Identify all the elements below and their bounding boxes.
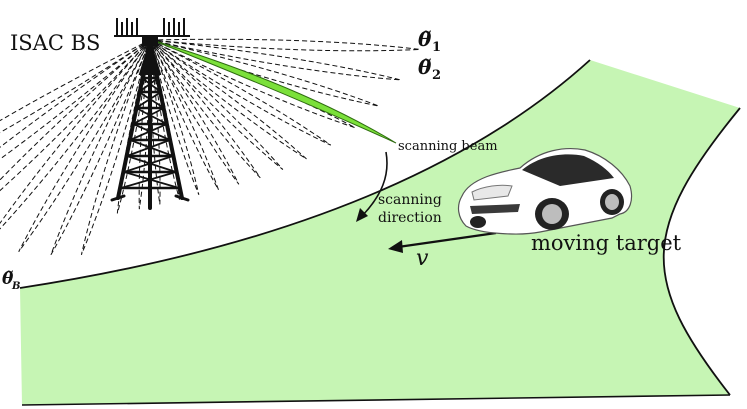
thetaB-label: θ̃	[2, 269, 14, 289]
beam-lobe	[149, 39, 307, 160]
scanning-direction-label-line1: scanning	[378, 192, 442, 208]
thetaB-subscript: B	[11, 281, 20, 292]
lattice-tower-icon	[110, 36, 190, 210]
theta1-label: θ̃	[418, 27, 432, 51]
beam-lobe	[149, 38, 420, 52]
scanning-beam-label: scanning beam	[398, 139, 498, 154]
beam-lobe	[0, 39, 151, 230]
scanning-direction-label-line2: direction	[378, 210, 442, 226]
beam-lobe	[0, 39, 151, 192]
beam-lobe	[149, 39, 261, 179]
velocity-arrow	[397, 231, 497, 249]
beam-lobe	[50, 39, 151, 256]
scanning-direction-arrow	[361, 151, 388, 217]
beam-lobe	[149, 39, 240, 185]
car-icon	[457, 147, 633, 235]
scanning-beam-highlight	[151, 39, 397, 144]
velocity-label: v	[416, 246, 429, 271]
antenna-array-icon	[114, 18, 190, 37]
beam-lobe	[149, 39, 219, 191]
road-edge-top	[19, 59, 591, 289]
beam-lobe	[149, 39, 332, 146]
theta2-label: θ̃	[418, 55, 432, 79]
road-edge-right	[662, 107, 741, 396]
beam-lobe	[18, 39, 151, 253]
theta1-subscript: 1	[432, 40, 441, 55]
beam-lobe	[0, 39, 151, 160]
road-edge-near	[21, 394, 731, 406]
bs-label: ISAC BS	[10, 31, 100, 55]
beam-lobe	[149, 39, 401, 81]
theta2-subscript: 2	[432, 68, 441, 83]
scanning-direction-arrowhead	[356, 208, 368, 222]
beam-lobe	[149, 39, 284, 170]
beam-lobe	[149, 39, 200, 195]
road	[20, 60, 740, 405]
velocity-arrowhead	[388, 240, 403, 253]
beam-lobe	[80, 39, 151, 256]
moving-target-label: moving target	[531, 231, 682, 255]
